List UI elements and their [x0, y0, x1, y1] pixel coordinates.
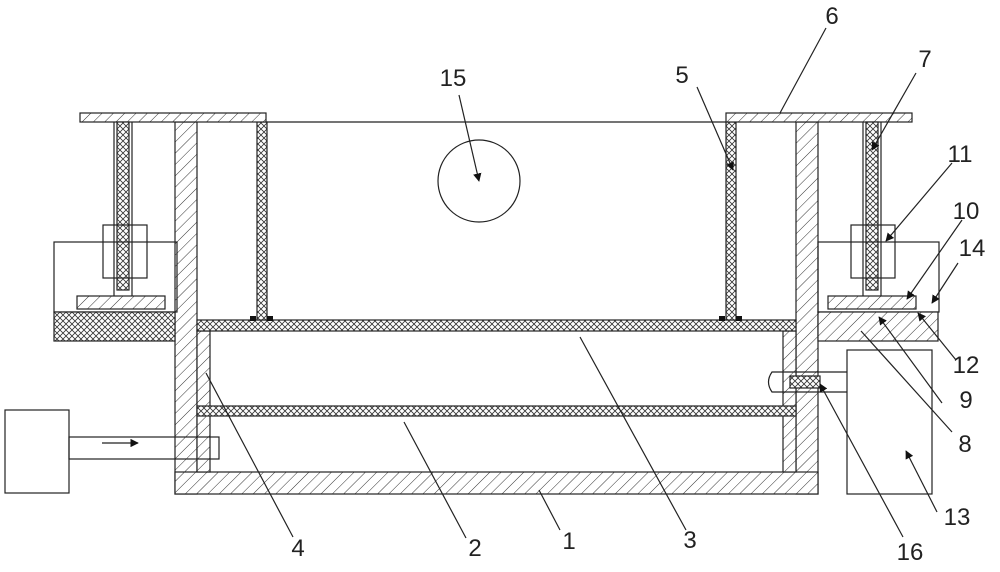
label-3: 3	[683, 527, 696, 554]
lower-filter-plate	[196, 405, 797, 417]
right-lifting-assembly	[817, 121, 940, 342]
label-4: 4	[291, 535, 304, 562]
inlet-pump	[4, 409, 220, 494]
label-14: 14	[959, 235, 986, 262]
tank-body	[174, 121, 819, 495]
upper-screen-plate	[196, 319, 797, 332]
label-8: 8	[958, 431, 971, 458]
label-6: 6	[825, 3, 838, 30]
label-10: 10	[953, 198, 980, 225]
label-2: 2	[468, 535, 481, 562]
outlet-box	[846, 349, 933, 495]
leader-lines	[205, 27, 963, 539]
label-11: 11	[948, 141, 973, 168]
outlet-pipe	[767, 371, 847, 393]
top-flange	[79, 112, 913, 123]
basket	[250, 121, 742, 321]
sight-window	[437, 139, 521, 223]
label-9: 9	[959, 387, 972, 414]
label-7: 7	[918, 46, 931, 73]
label-1: 1	[562, 528, 575, 555]
label-5: 5	[675, 62, 688, 89]
label-15: 15	[440, 65, 467, 92]
left-lifting-assembly	[53, 121, 178, 342]
inner-liner	[196, 330, 797, 473]
label-12: 12	[953, 352, 980, 379]
label-16: 16	[897, 539, 924, 566]
label-13: 13	[944, 504, 971, 531]
part-labels: 1 2 3 4 5 6 7 8 9 10 11 12 13 14 15 16	[291, 3, 985, 566]
